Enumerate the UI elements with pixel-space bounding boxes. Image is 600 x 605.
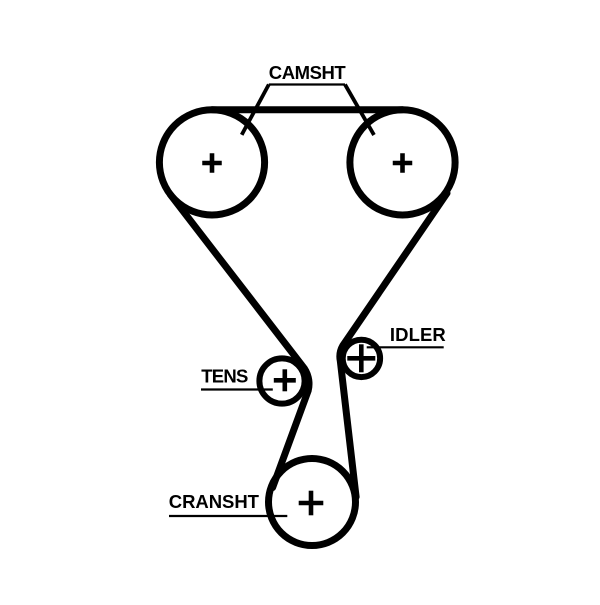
svg-text:CRANSHT: CRANSHT [169,491,260,512]
svg-text:TENS: TENS [201,366,248,387]
svg-text:IDLER: IDLER [390,324,446,345]
svg-text:CAMSHT: CAMSHT [269,62,347,83]
